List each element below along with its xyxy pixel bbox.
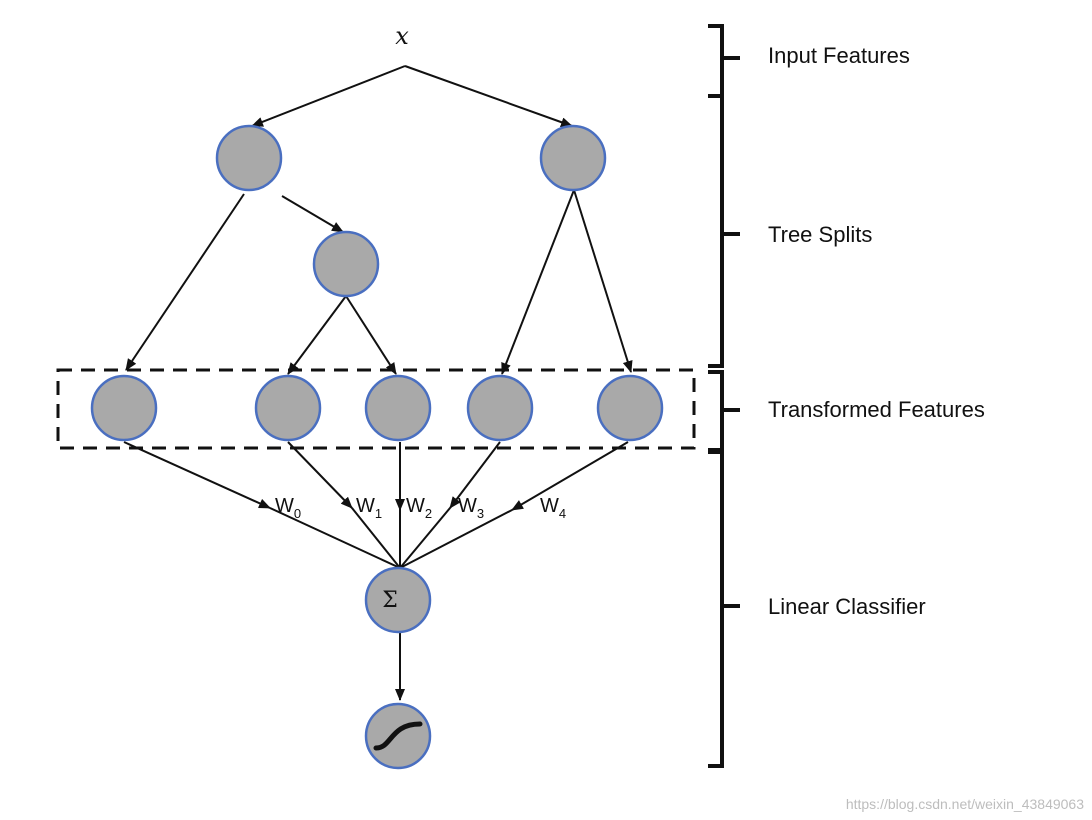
sigmoid-node [364,702,432,770]
tree-root-right-node [539,124,607,192]
section-label-input-features: Input Features [768,43,910,68]
edge-weight0-sum [269,507,401,569]
edge-root-left-to-leaf1 [125,193,245,371]
edge-input-root-left [251,65,406,127]
section-label-tree-splits: Tree Splits [768,222,872,247]
leaf-node-5 [596,374,664,442]
weight-label-0: W0 [275,495,301,521]
leaf-node-4 [466,374,534,442]
weight-label-2: W2 [406,495,432,521]
edge-weight4-sum [399,509,513,569]
weight-labels: W0 W1 W2 W3 W4 [275,495,566,521]
edge-weight3-sum [399,507,451,569]
brace-tree-splits [708,94,740,368]
classifier-edges [123,441,629,701]
leaf-nodes [90,374,664,442]
edge-leaf2-weight1 [287,441,353,509]
tree-nodes [215,124,607,298]
leaf-node-1 [90,374,158,442]
input-variable-label: x [395,22,409,50]
weight-label-3: W3 [458,495,484,521]
sigmoid-icon [373,721,423,751]
tree-root-left-node [215,124,283,192]
edge-leaf5-weight4 [511,441,629,511]
edge-weight1-sum [351,507,401,569]
leaf-node-3 [364,374,432,442]
edge-mid-to-leaf3 [345,295,397,375]
weight-label-4: W4 [540,495,566,521]
edge-root-right-to-leaf4 [501,189,575,375]
edge-leaf4-weight3 [449,441,501,509]
brace-transformed-features [708,370,740,452]
sum-symbol: Σ [382,588,398,613]
section-label-linear-classifier: Linear Classifier [768,594,926,619]
tree-split-node [312,230,380,298]
section-braces [708,24,740,768]
edge-mid-to-leaf2 [287,295,347,375]
section-label-transformed-features: Transformed Features [768,397,985,422]
leaf-node-2 [254,374,322,442]
input-edges [251,65,573,127]
brace-input-features [708,24,740,98]
edge-input-root-right [404,65,573,127]
weight-label-1: W1 [356,495,382,521]
edge-leaf1-weight0 [123,441,271,509]
tree-edges [125,189,633,375]
sum-node [364,566,432,634]
watermark-text: https://blog.csdn.net/weixin_43849063 [845,796,1084,812]
edge-root-right-to-leaf5 [573,189,633,373]
transformed-features-box [56,368,696,450]
edge-root-left-to-mid [281,195,344,233]
brace-linear-classifier [708,450,740,768]
